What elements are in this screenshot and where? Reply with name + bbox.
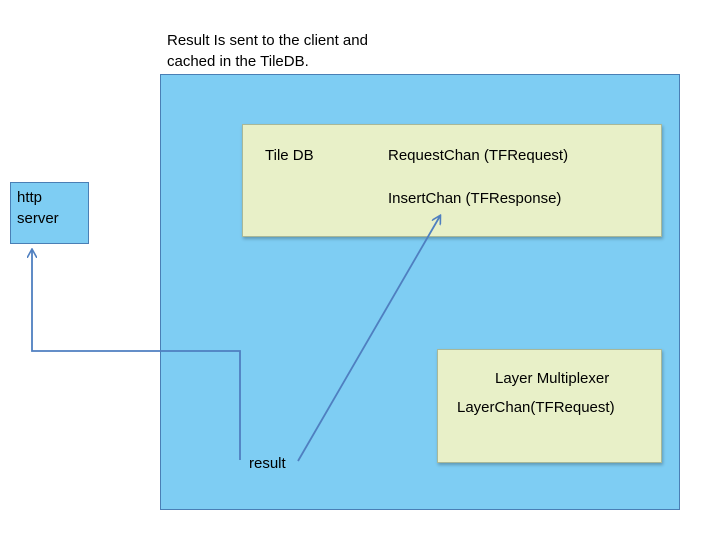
tile-db-title: Tile DB (265, 147, 314, 164)
layer-multiplexer-title: Layer Multiplexer (495, 370, 610, 387)
layer-multiplexer-box: Layer Multiplexer LayerChan(TFRequest) (437, 349, 662, 463)
tile-db-box: Tile DB RequestChan (TFRequest) InsertCh… (242, 124, 662, 237)
request-chan-label: RequestChan (TFRequest) (388, 147, 569, 164)
insert-chan-label: InsertChan (TFResponse) (388, 190, 562, 207)
diagram-caption: Result Is sent to the client and cached … (167, 30, 368, 72)
caption-line-2: cached in the TileDB. (167, 53, 309, 70)
http-server-label-line-2: server (17, 210, 59, 227)
caption-line-1: Result Is sent to the client and (167, 32, 368, 49)
http-server-box: http server (10, 182, 89, 244)
result-label: result (249, 455, 286, 472)
http-server-label-line-1: http (17, 189, 43, 206)
layer-chan-label: LayerChan(TFRequest) (457, 399, 615, 416)
